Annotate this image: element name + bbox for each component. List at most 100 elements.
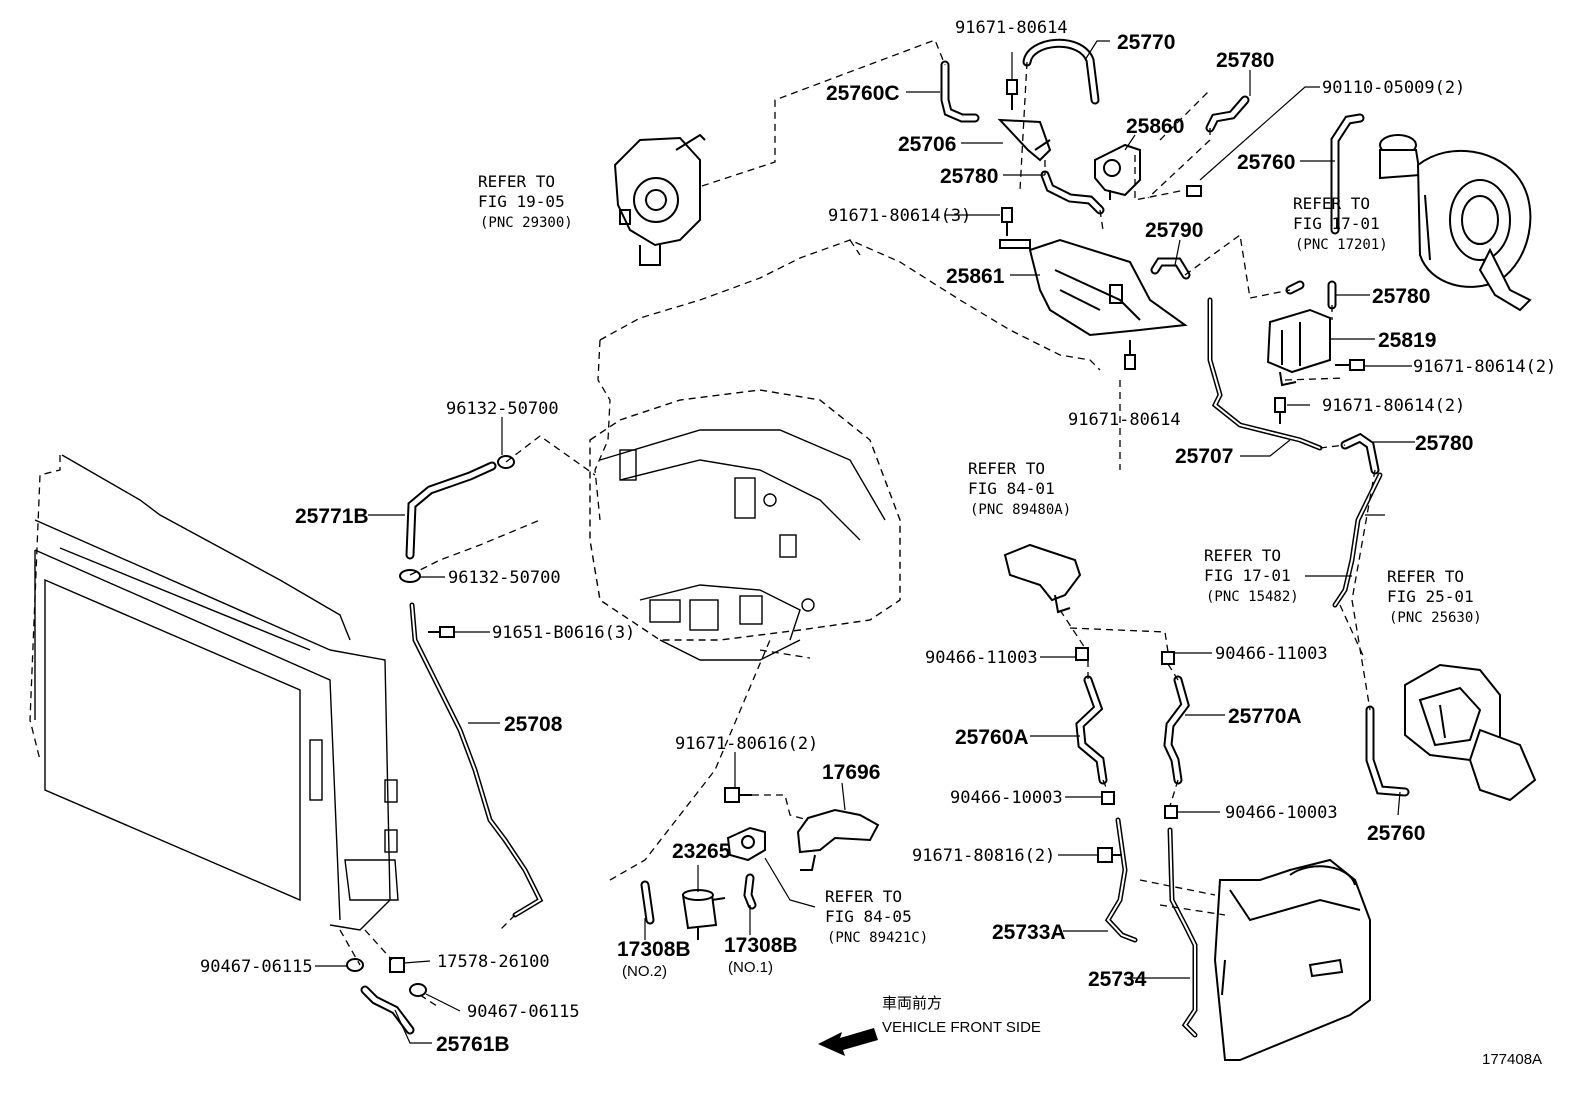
ref-fig-25-01: REFER TO FIG 25-01 (PNC 25630)	[1387, 567, 1482, 626]
reference-notes: REFER TO FIG 19-05 (PNC 29300) REFER TO …	[478, 172, 1482, 946]
ref-fig-17-01-b: REFER TO FIG 17-01 (PNC 15482)	[1204, 546, 1299, 605]
part-label-23265: 23265	[672, 840, 731, 863]
part-label-25706: 25706	[898, 133, 956, 156]
svg-text:FIG 84-01: FIG 84-01	[968, 479, 1055, 498]
part-label-17696: 17696	[822, 761, 880, 784]
svg-text:(PNC 29300): (PNC 29300)	[480, 215, 573, 231]
sublabel-no2: (NO.2)	[622, 963, 667, 980]
svg-text:REFER TO: REFER TO	[1293, 194, 1370, 213]
part-label-25860: 25860	[1126, 115, 1184, 138]
part-label-25770A: 25770A	[1228, 705, 1302, 728]
ref-fig-19-05: REFER TO FIG 19-05 (PNC 29300)	[478, 172, 573, 231]
clamp-90466-10003-r	[1164, 805, 1178, 819]
ref-fig-84-01: REFER TO FIG 84-01 (PNC 89480A)	[968, 459, 1071, 518]
direction-note-en: VEHICLE FRONT SIDE	[882, 1019, 1041, 1036]
svg-text:(PNC 25630): (PNC 25630)	[1389, 610, 1482, 626]
part-label-25760A: 25760A	[955, 726, 1029, 749]
sublabel-no1: (NO.1)	[728, 959, 773, 976]
part-label-91671-80614-b: 91671-80614	[1068, 410, 1181, 430]
part-label-25733A: 25733A	[992, 921, 1066, 944]
bolt-91651	[428, 626, 455, 638]
part-label-25760C: 25760C	[826, 82, 900, 105]
bracket-17696	[796, 808, 880, 871]
leader-lines	[315, 40, 1415, 1044]
part-label-90467-06115-b: 90467-06115	[467, 1002, 580, 1022]
bolt-91671-80816	[1097, 847, 1122, 863]
clamp-90466-11003-l	[1075, 647, 1089, 661]
vacuum-pump	[613, 133, 706, 266]
part-label-91651-B0616: 91651-B0616(3)	[492, 623, 635, 643]
hoses	[360, 38, 1410, 1035]
bolt-91671-80614-top	[1006, 79, 1018, 110]
svg-text:FIG 19-05: FIG 19-05	[478, 192, 565, 211]
svg-text:REFER TO: REFER TO	[968, 459, 1045, 478]
radiator	[29, 454, 399, 931]
svg-text:(PNC 17201): (PNC 17201)	[1295, 237, 1388, 253]
part-label-25780-top: 25780	[1216, 49, 1274, 72]
svg-text:FIG 25-01: FIG 25-01	[1387, 587, 1474, 606]
bolt-91671-80614-2b	[1274, 397, 1286, 424]
clamps	[346, 455, 1178, 997]
diagram-id: 177408A	[1482, 1051, 1542, 1068]
part-label-25771B: 25771B	[295, 505, 369, 528]
part-label-25819: 25819	[1378, 329, 1436, 352]
part-label-25770: 25770	[1117, 31, 1175, 54]
part-label-91671-80614-2b: 91671-80614(2)	[1322, 396, 1465, 416]
part-label-25760-top: 25760	[1237, 151, 1295, 174]
svg-text:(PNC 89480A): (PNC 89480A)	[970, 502, 1071, 518]
clamp-96132-b	[399, 569, 421, 583]
part-label-25790: 25790	[1145, 219, 1203, 242]
part-labels: 25770 91671-80614 25780 90110-05009(2) 2…	[200, 18, 1556, 1056]
bolt-91671-80614-2a	[1335, 359, 1365, 371]
svg-text:REFER TO: REFER TO	[478, 172, 555, 191]
valve-25860	[1094, 143, 1141, 200]
part-label-25780-right: 25780	[1372, 285, 1430, 308]
part-label-25734: 25734	[1088, 968, 1147, 991]
part-label-25861: 25861	[946, 265, 1005, 288]
part-label-25708: 25708	[504, 713, 563, 736]
engine-outline	[589, 239, 1101, 661]
ref-fig-84-05: REFER TO FIG 84-05 (PNC 89421C)	[825, 887, 928, 946]
bracket-25861	[999, 238, 1188, 337]
bracket-25706	[997, 118, 1052, 162]
part-label-90467-06115-a: 90467-06115	[200, 957, 313, 977]
part-label-17308B-no2: 17308B	[617, 938, 691, 961]
svg-text:FIG 84-05: FIG 84-05	[825, 907, 912, 926]
part-label-90466-10003-r: 90466-10003	[1225, 803, 1338, 823]
part-label-25780-low: 25780	[1415, 432, 1473, 455]
direction-note-jp: 車両前方	[882, 995, 942, 1012]
part-label-96132-50700-b: 96132-50700	[448, 568, 561, 588]
clamp-90466-11003-r	[1161, 651, 1175, 665]
part-label-17308B-no1: 17308B	[724, 934, 798, 957]
part-label-91671-80816: 91671-80816(2)	[912, 846, 1055, 866]
part-label-91671-80614-2a: 91671-80614(2)	[1413, 357, 1556, 377]
clamp-90467-a	[346, 958, 364, 972]
svg-text:(PNC 89421C): (PNC 89421C)	[827, 930, 928, 946]
sensor-89480A	[1003, 543, 1082, 614]
connection-lines	[339, 39, 1376, 1009]
svg-text:REFER TO: REFER TO	[825, 887, 902, 906]
part-label-91671-80616: 91671-80616(2)	[675, 734, 818, 754]
part-label-91671-80614-top: 91671-80614	[955, 18, 1068, 38]
bolt-90110	[1186, 185, 1202, 197]
svg-text:FIG 17-01: FIG 17-01	[1293, 214, 1380, 233]
part-label-25761B: 25761B	[436, 1033, 510, 1056]
clamp-90466-10003-l	[1101, 791, 1115, 805]
part-label-25707: 25707	[1175, 445, 1233, 468]
clamp-17578	[389, 957, 405, 973]
pipes	[409, 297, 1383, 1038]
vsv-89421C	[726, 826, 766, 862]
clamp-90467-b	[409, 983, 427, 997]
bolt-91671-80616	[724, 787, 752, 803]
part-label-17578-26100: 17578-26100	[437, 952, 550, 972]
vsv-25819	[1266, 308, 1331, 387]
part-label-25760-bottom: 25760	[1367, 822, 1425, 845]
svg-text:REFER TO: REFER TO	[1387, 567, 1464, 586]
turbocharger	[1379, 134, 1532, 312]
part-label-91671-80614-3: 91671-80614(3)	[828, 206, 971, 226]
ref-fig-17-01-a: REFER TO FIG 17-01 (PNC 17201)	[1293, 194, 1388, 253]
part-label-25780-mid: 25780	[940, 165, 998, 188]
svg-text:FIG 17-01: FIG 17-01	[1204, 566, 1291, 585]
part-label-90466-11003-l: 90466-11003	[925, 648, 1038, 668]
